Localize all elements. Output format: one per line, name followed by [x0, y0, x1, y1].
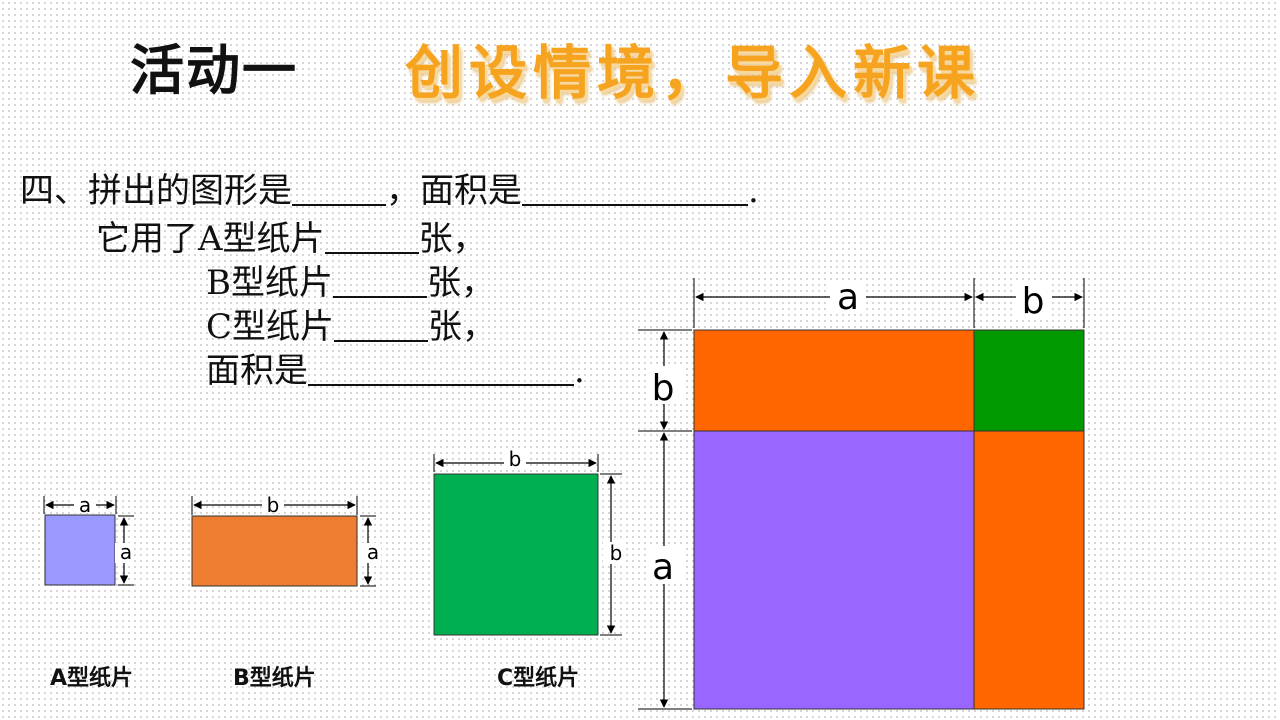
problem-line-3-prefix: B型纸片: [206, 263, 333, 303]
unit-suffix-a: 张，: [418, 219, 487, 259]
problem-line-4-prefix: C型纸片: [206, 307, 335, 347]
card-b-side-label: a: [367, 540, 379, 564]
problem-line-2-prefix: 它用了A型纸片: [96, 219, 325, 259]
answer-blank-b-count: [333, 266, 427, 298]
problem-line-1-prefix: 四、拼出的图形是: [20, 171, 292, 211]
problem-line-1-end: .: [748, 171, 759, 211]
problem-line-5-end: .: [574, 351, 585, 391]
assembled-left-a-label: a: [652, 547, 674, 588]
answer-blank-area: [522, 174, 748, 206]
card-a-caption: A型纸片: [50, 666, 134, 691]
answer-blank-total-area: [308, 354, 574, 386]
answer-blank-shape: [292, 174, 386, 206]
card-b: b a: [191, 493, 381, 587]
assembled-square: a b b a: [638, 277, 1085, 710]
assembled-bottom-right-rect: [973, 430, 1085, 710]
problem-line-1: 四、拼出的图形是 ，面积是.: [20, 174, 759, 208]
card-a-side-label: a: [120, 540, 132, 564]
card-c-square: [433, 473, 599, 636]
answer-blank-a-count: [324, 222, 419, 254]
card-c-top-label: b: [509, 447, 522, 471]
card-b-top-label: b: [267, 493, 280, 517]
problem-line-3: B型纸片 张，: [206, 266, 495, 300]
problem-line-5-prefix: 面积是: [206, 351, 308, 391]
assembled-top-b-label: b: [1022, 281, 1045, 322]
problem-line-1-mid: ，面积是: [386, 171, 522, 211]
card-b-caption: B型纸片: [233, 666, 316, 691]
assembled-top-right-square: [973, 329, 1085, 432]
assembled-top-a-label: a: [837, 277, 859, 318]
card-c: b b: [433, 447, 625, 636]
card-c-caption: C型纸片: [497, 666, 580, 691]
unit-suffix-b: 张，: [427, 263, 495, 303]
card-a-square: [44, 514, 116, 586]
card-a-top-label: a: [79, 493, 91, 517]
assembled-top-left-rect: [693, 329, 975, 432]
card-b-rect: [191, 515, 358, 587]
problem-line-2: 它用了A型纸片 张，: [96, 222, 487, 256]
problem-line-4: C型纸片 张，: [206, 310, 496, 344]
activity-subtitle: 创设情境，导入新课: [405, 39, 982, 107]
assembled-bottom-left-square: [693, 430, 975, 710]
answer-blank-c-count: [334, 310, 429, 342]
assembled-left-b-label: b: [652, 368, 675, 409]
unit-suffix-c: 张，: [428, 307, 497, 347]
card-c-side-label: b: [610, 541, 623, 565]
card-a: a a: [43, 493, 134, 586]
activity-title: 活动一: [130, 39, 298, 102]
problem-line-5: 面积是.: [206, 354, 585, 388]
